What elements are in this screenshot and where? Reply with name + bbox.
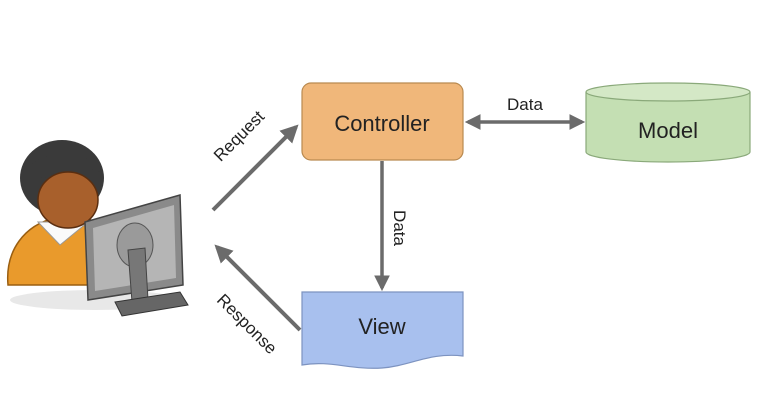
- user-at-computer-icon: [7, 140, 189, 317]
- model-label: Model: [638, 118, 698, 143]
- response-arrow: [214, 244, 302, 332]
- request-label: Request: [210, 107, 268, 165]
- view-label: View: [358, 314, 405, 339]
- controller-view-label: Data: [390, 210, 409, 246]
- model-node: Model: [585, 82, 751, 163]
- request-arrow: [211, 124, 299, 212]
- controller-model-label: Data: [507, 95, 543, 114]
- view-node: View: [301, 291, 464, 369]
- controller-label: Controller: [334, 111, 429, 136]
- controller-node: Controller: [301, 82, 464, 161]
